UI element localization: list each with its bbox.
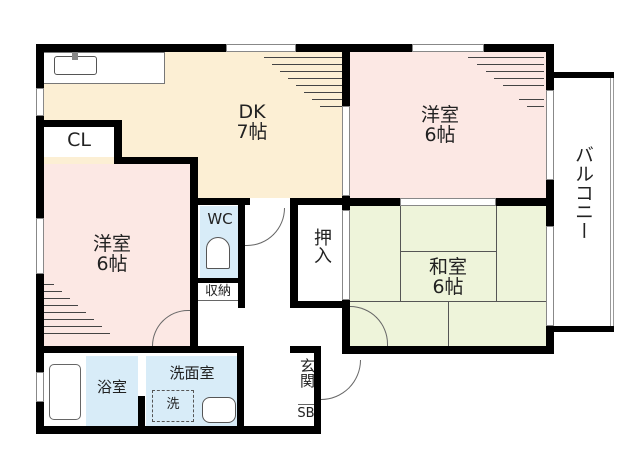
window[interactable] [36, 218, 44, 274]
wall-cl-top [36, 120, 122, 127]
japanese-size: 6帖 [432, 275, 464, 298]
window[interactable] [342, 106, 350, 196]
wall-bath-top [36, 346, 242, 353]
wall-wash-right [237, 346, 244, 428]
western-west-label: 洋室 6帖 [72, 233, 152, 275]
hatch-line [280, 71, 344, 72]
hatch-line [527, 106, 544, 107]
wall-oshiire-top [290, 198, 350, 205]
japanese-label: 和室 6帖 [408, 256, 488, 298]
hatch-line [503, 85, 544, 86]
wall-entry-top [290, 346, 320, 353]
tatami-line [496, 206, 497, 302]
tatami-line [400, 251, 496, 252]
washer-label: 洗 [166, 397, 180, 412]
closet [42, 127, 116, 157]
hatch-line [320, 106, 344, 107]
washer-space [152, 390, 194, 422]
western-north-name: 洋室 [420, 104, 459, 126]
hatch-line [288, 78, 344, 79]
door-hall[interactable] [245, 208, 285, 246]
hatch-line [44, 284, 54, 285]
hatch-line [44, 333, 110, 334]
hatch-line [519, 99, 544, 100]
dk-name: DK [238, 101, 266, 123]
western-west-name: 洋室 [92, 233, 131, 255]
window[interactable] [342, 210, 350, 300]
entrance-label: 玄関 [298, 358, 316, 388]
balcony [554, 78, 614, 326]
hatch-line [44, 298, 70, 299]
western-room-north [350, 52, 546, 202]
window[interactable] [36, 372, 44, 402]
closet-label: CL [67, 129, 91, 151]
dk-label: DK 7帖 [212, 101, 292, 143]
hatch-line [296, 85, 344, 86]
wall-west-right [190, 157, 198, 347]
bathtub-icon [49, 364, 81, 420]
window[interactable] [36, 88, 44, 116]
window[interactable] [546, 90, 554, 180]
wall-jp-bottom [342, 346, 554, 354]
tatami-line [400, 206, 401, 302]
wall-wc-bottom [190, 278, 245, 283]
hatch-line [494, 78, 544, 79]
western-north-size: 6帖 [424, 123, 456, 146]
hatch-line [272, 64, 344, 65]
tatami-line [448, 301, 449, 348]
hatch-line [264, 57, 344, 58]
window[interactable] [226, 44, 296, 52]
western-west-size: 6帖 [96, 252, 128, 275]
wall-dk-bottom [190, 198, 250, 205]
wall-balcony-bottom [546, 326, 614, 332]
storage-label: 収納 [204, 284, 231, 299]
wall-balcony-top [546, 72, 614, 78]
shoebox-label: SB [297, 406, 315, 421]
window[interactable] [546, 226, 554, 326]
hatch-line [44, 305, 78, 306]
japanese-name: 和室 [428, 256, 467, 278]
wall-west-top [114, 157, 198, 164]
wall-wc-right [238, 198, 245, 308]
wash-basin-icon [202, 397, 236, 423]
wall-bath-mid [138, 396, 145, 428]
oshiire-label: 押入 [311, 228, 332, 264]
hatch-line [477, 64, 544, 65]
wall-oshiire-bottom [290, 301, 350, 308]
hatch-line [44, 319, 94, 320]
oshiire [298, 206, 342, 302]
hatch-line [44, 312, 86, 313]
bath-room [86, 356, 138, 426]
wall-oshiire-left [290, 198, 298, 308]
hatch-line [44, 291, 62, 292]
washroom-label: 洗面室 [169, 364, 215, 382]
hatch-line [304, 92, 344, 93]
bath-label: 浴室 [96, 378, 127, 396]
wall-bottom [36, 426, 320, 434]
dk-size: 7帖 [236, 120, 268, 143]
faucet-icon [72, 52, 78, 60]
window[interactable] [412, 44, 484, 52]
shoebox [298, 404, 314, 426]
hatch-line [486, 71, 544, 72]
western-room-west [42, 164, 190, 346]
hatch-line [468, 57, 544, 58]
entrance-area [298, 353, 314, 426]
storage [198, 283, 238, 301]
toilet-icon [206, 237, 230, 269]
western-north-label: 洋室 6帖 [400, 104, 480, 146]
wall-cl-right [114, 120, 122, 164]
wc-label: WC [207, 210, 233, 228]
hatch-line [312, 99, 344, 100]
wall-entry-right [314, 346, 321, 434]
hatch-line [44, 326, 102, 327]
window[interactable] [400, 198, 496, 206]
balcony-label: バルコニー [572, 145, 594, 240]
door-entrance[interactable] [321, 360, 361, 400]
